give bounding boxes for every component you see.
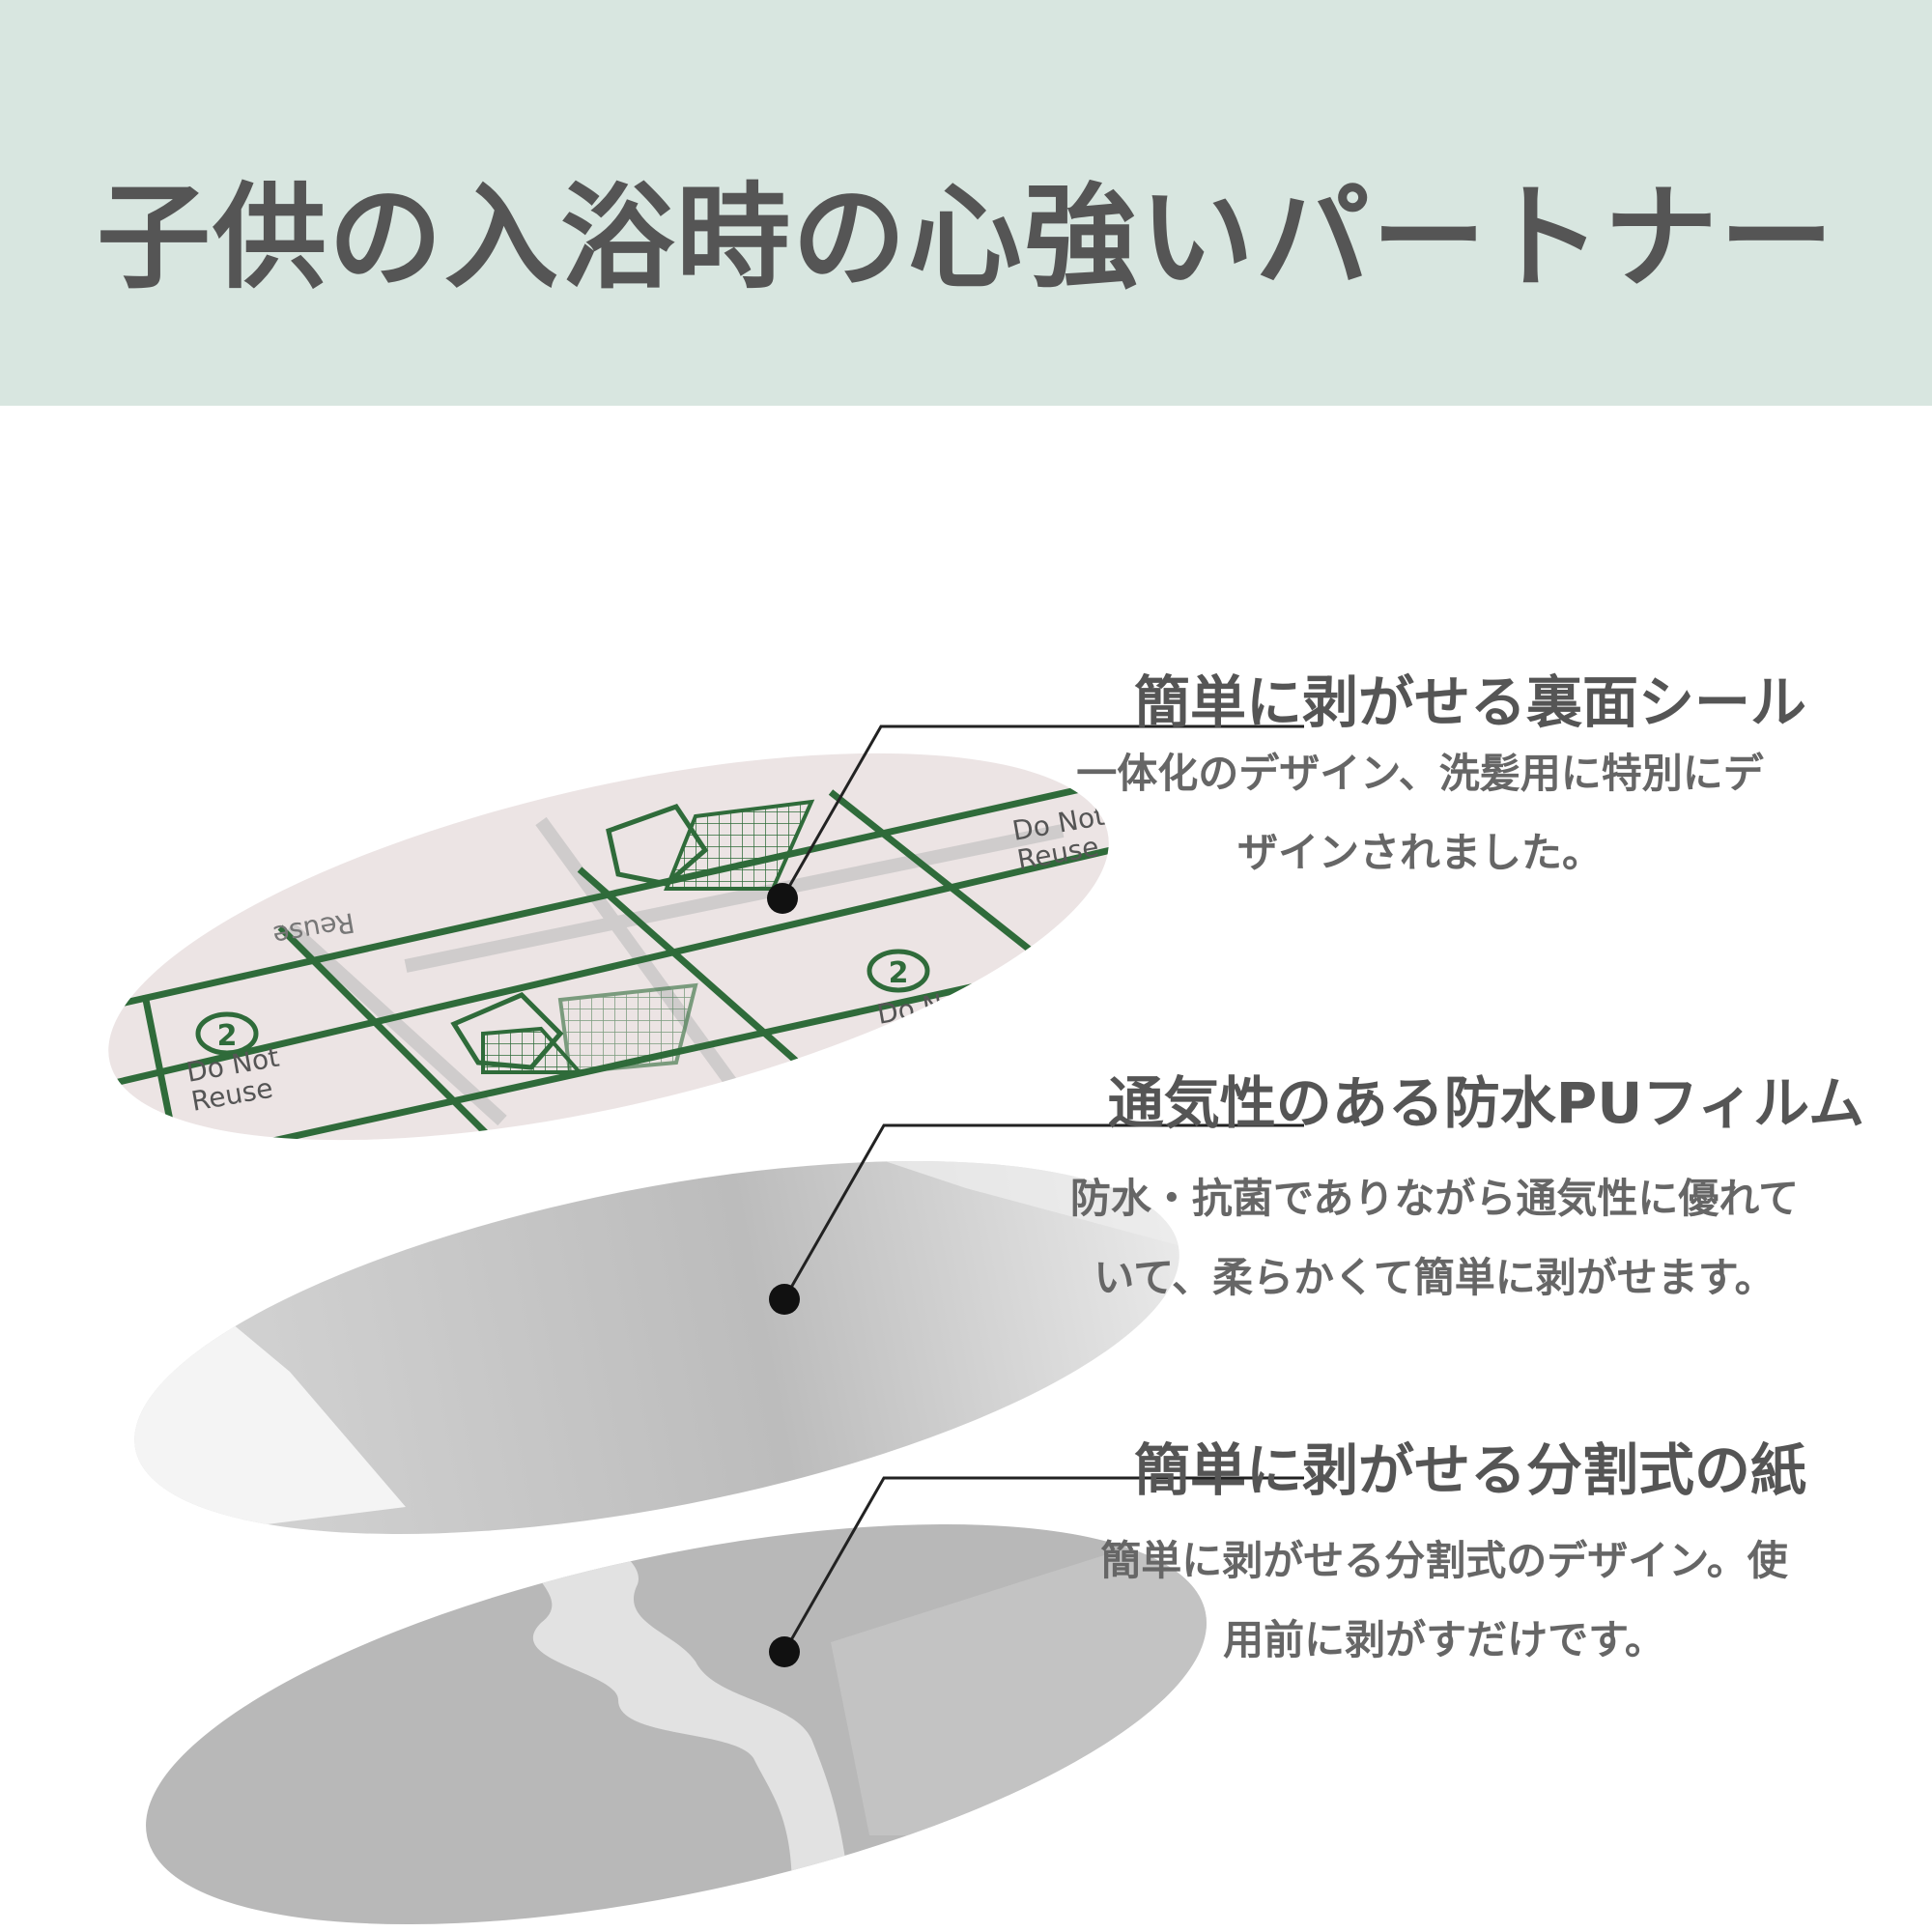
header-banner: 子供の入浴時の心強いパートナー: [0, 0, 1932, 406]
layer-2-title: 通気性のある防水PUフィルム: [1107, 1070, 1864, 1136]
page-title: 子供の入浴時の心強いパートナー: [96, 171, 1835, 304]
layer-1-description: 一体化のデザイン、洗髪用に特別にデ ザインされました。: [1005, 734, 1835, 893]
desc-line: いて、柔らかくて簡単に剥がせます。: [1094, 1254, 1776, 1301]
desc-line: 簡単に剥がせる分割式のデザイン。使: [1100, 1537, 1788, 1584]
layer-1-title: 簡単に剥がせる裏面シール: [1133, 669, 1806, 735]
layer-3-description: 簡単に剥がせる分割式のデザイン。使 用前に剥がすだけです。: [1024, 1521, 1864, 1680]
desc-line: 一体化のデザイン、洗髪用に特別にデ: [1076, 750, 1764, 797]
house-icon: [450, 982, 698, 1075]
desc-line: 用前に剥がすだけです。: [1223, 1616, 1665, 1663]
callout-dot-1: [767, 883, 798, 914]
callout-line-1: [781, 724, 1304, 899]
callout-line-3: [782, 1476, 1304, 1653]
desc-line: 防水・抗菌でありながら通気性に優れて: [1069, 1175, 1800, 1222]
reuse-badge: 2 Do Not Reuse: [184, 1011, 281, 1118]
layer-2-description: 防水・抗菌でありながら通気性に優れて いて、柔らかくて簡単に剥がせます。: [1005, 1159, 1864, 1318]
callout-dot-3: [769, 1636, 800, 1667]
callout-dot-2: [769, 1284, 800, 1315]
badge-number: 2: [889, 956, 909, 990]
backing-sticker-layer: 2 Do Not Reuse 2 Do Not Do Not Reuse Reu…: [73, 753, 1112, 1192]
badge-number: 2: [217, 1019, 238, 1053]
callout-line-2: [782, 1123, 1304, 1300]
desc-line: ザインされました。: [1236, 829, 1603, 876]
layer-3-title: 簡単に剥がせる分割式の紙: [1133, 1437, 1806, 1503]
